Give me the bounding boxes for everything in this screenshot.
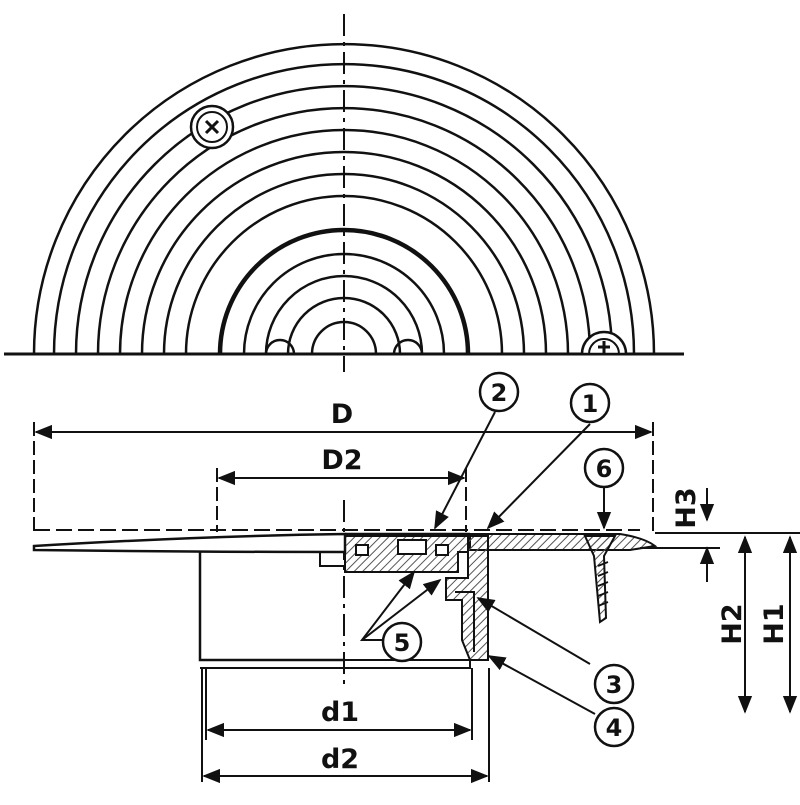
callout-1: 1 xyxy=(569,382,611,424)
callouts xyxy=(359,411,612,715)
dim-label-H1: H1 xyxy=(759,603,790,644)
ring-arc xyxy=(52,62,636,355)
svg-text:2: 2 xyxy=(491,379,508,407)
ring-arc xyxy=(74,84,614,355)
cover-flange xyxy=(32,532,347,554)
svg-text:4: 4 xyxy=(606,714,623,742)
callout-6: 6 xyxy=(583,447,625,489)
ring-arc xyxy=(32,42,656,355)
callout-2: 2 xyxy=(478,371,520,413)
ring-arc xyxy=(184,194,504,355)
svg-text:3: 3 xyxy=(606,671,623,699)
cover-flange-right xyxy=(469,533,658,551)
ring-arc xyxy=(162,172,526,355)
dim-label-D2: D2 xyxy=(321,445,362,476)
ring-arc xyxy=(242,252,446,355)
dim-label-D: D xyxy=(331,399,353,430)
ring-arc xyxy=(310,320,378,355)
dimension-lines xyxy=(33,422,800,784)
callout-3: 3 xyxy=(593,663,635,705)
plan-view xyxy=(4,14,684,372)
section-view xyxy=(32,500,658,690)
callout-4: 4 xyxy=(593,706,635,748)
hub-bump-right xyxy=(392,338,424,355)
dim-label-H3: H3 xyxy=(671,487,702,528)
svg-text:5: 5 xyxy=(394,629,411,657)
dim-label-d2: d2 xyxy=(321,744,359,775)
dim-label-d1: d1 xyxy=(321,697,359,728)
fastener-nail xyxy=(583,535,617,624)
ring-arc xyxy=(96,106,592,355)
screw-icon xyxy=(189,104,235,150)
svg-text:1: 1 xyxy=(582,390,599,418)
svg-text:6: 6 xyxy=(596,455,613,483)
concentric-rings xyxy=(32,42,656,355)
ring-arc xyxy=(217,227,471,355)
dim-label-H2: H2 xyxy=(717,603,748,644)
body-outline-left xyxy=(198,552,345,662)
ring-arc xyxy=(118,128,570,355)
hub-bump-left xyxy=(264,338,296,355)
ring-arc xyxy=(140,150,548,355)
callout-5: 5 xyxy=(381,621,423,663)
ring-arc xyxy=(264,274,424,355)
ring-arc xyxy=(286,296,402,355)
screw-icon xyxy=(580,330,628,356)
